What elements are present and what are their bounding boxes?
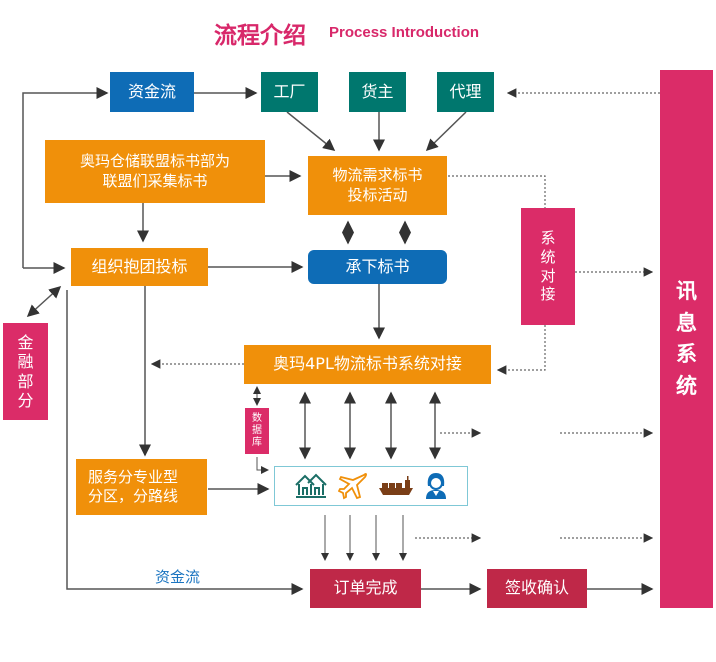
- info-system-char: 讯: [676, 279, 697, 303]
- ship-icon: [379, 476, 413, 495]
- system-link-char: 系: [540, 229, 556, 247]
- finance-node: 金 融 部 分: [3, 323, 48, 420]
- info-system-char: 系: [676, 342, 697, 366]
- platform-4pl-node: 奥玛4PL物流标书系统对接: [244, 345, 491, 384]
- database-char: 据: [252, 425, 262, 436]
- system-link-char: 接: [540, 285, 556, 304]
- info-system-char: 统: [676, 373, 697, 398]
- alliance-collect-line-2: 联盟们采集标书: [102, 171, 208, 190]
- finance-char: 融: [17, 352, 34, 372]
- info-monitor-1: 讯息监控: [490, 423, 556, 444]
- order-complete-node: 订单完成: [310, 569, 421, 608]
- info-monitor-2: 讯息监控: [490, 528, 556, 549]
- line-factory-demand: [286, 111, 336, 151]
- finance-char: 金: [17, 333, 34, 353]
- factory-node: 工厂: [261, 72, 318, 112]
- capital-flow-label: 资金流: [155, 568, 201, 586]
- service-zone-line-1: 服务分专业型: [88, 467, 179, 486]
- transport-icons-panel: [274, 466, 468, 506]
- info-system-char: 息: [676, 310, 697, 335]
- alliance-collect-node: 奥玛仓储联盟标书部为 联盟们采集标书: [45, 140, 265, 203]
- demand-bid-line-1: 物流需求标书: [332, 166, 423, 184]
- capital-flow-node: 资金流: [110, 72, 194, 112]
- line-capital-bottom: [66, 290, 304, 595]
- system-link-char: 对: [540, 266, 556, 285]
- service-zone-line-2: 分区，分路线: [88, 487, 179, 505]
- database-node: 数 据 库: [245, 408, 269, 454]
- airplane-icon: [338, 473, 367, 500]
- dotted-syslink-4pl: [496, 325, 546, 375]
- finance-char: 分: [17, 390, 34, 410]
- page-title: 流程介绍: [214, 23, 306, 49]
- service-zone-node: 服务分专业型 分区，分路线: [76, 459, 207, 515]
- system-link-node: 系 统 对 接: [521, 208, 575, 325]
- group-bid-node: 组织抱团投标: [71, 248, 208, 286]
- agent-node: 代理: [437, 72, 494, 112]
- info-system-node: 讯 息 系 统: [660, 70, 713, 608]
- line-finance-group: [26, 285, 62, 318]
- alliance-collect-line-1: 奥玛仓储联盟标书部为: [79, 152, 230, 170]
- receipt-confirm-node: 签收确认: [487, 569, 587, 608]
- database-char: 数: [252, 413, 262, 424]
- line-agent-demand: [425, 111, 467, 152]
- win-bid-node: 承下标书: [308, 250, 447, 284]
- demand-bid-node: 物流需求标书 投标活动: [308, 156, 447, 215]
- demand-bid-line-2: 投标活动: [347, 185, 408, 204]
- shipper-node: 货主: [349, 72, 406, 112]
- line-left-loop-top: [22, 87, 109, 268]
- finance-char: 部: [17, 371, 34, 391]
- warehouse-icon: [295, 473, 327, 498]
- line-db-icons: [256, 457, 269, 474]
- database-char: 库: [252, 437, 262, 448]
- customer-service-icon: [426, 473, 446, 499]
- page-subtitle: Process Introduction: [329, 24, 480, 41]
- dotted-demand-syslink: [448, 175, 546, 208]
- system-link-char: 统: [540, 247, 556, 266]
